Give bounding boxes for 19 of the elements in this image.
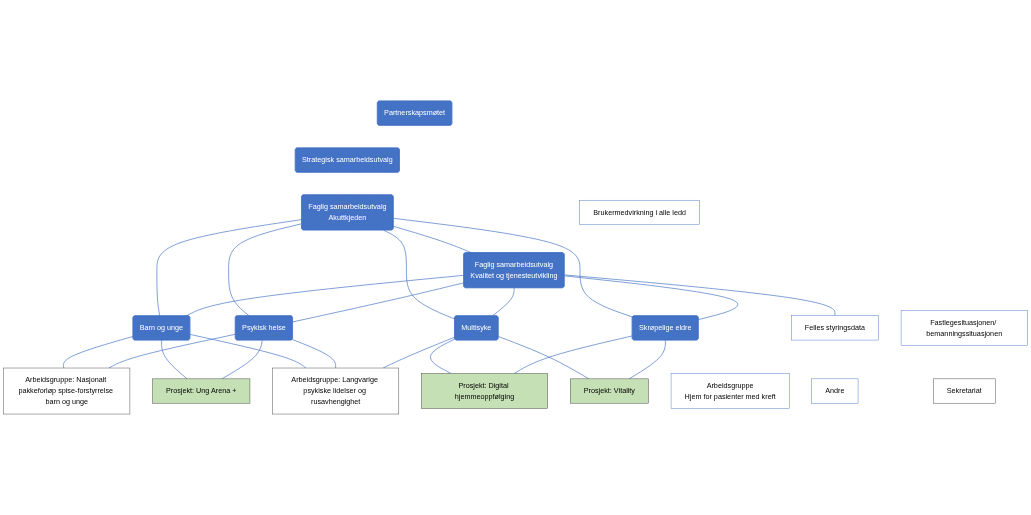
connector [492, 287, 515, 317]
connector [628, 339, 666, 380]
connector [108, 333, 236, 369]
connector [63, 336, 134, 369]
connector [161, 339, 188, 380]
connector [228, 223, 303, 317]
connector [189, 334, 307, 369]
connector [292, 282, 465, 323]
connector [513, 335, 633, 374]
connector [430, 338, 456, 374]
connector [382, 336, 456, 369]
connector [221, 339, 263, 380]
connector [291, 339, 336, 369]
connector [393, 217, 634, 318]
connector [564, 275, 739, 320]
connector [564, 274, 836, 317]
connector [185, 274, 465, 317]
connector [156, 219, 303, 317]
connector [383, 229, 456, 320]
